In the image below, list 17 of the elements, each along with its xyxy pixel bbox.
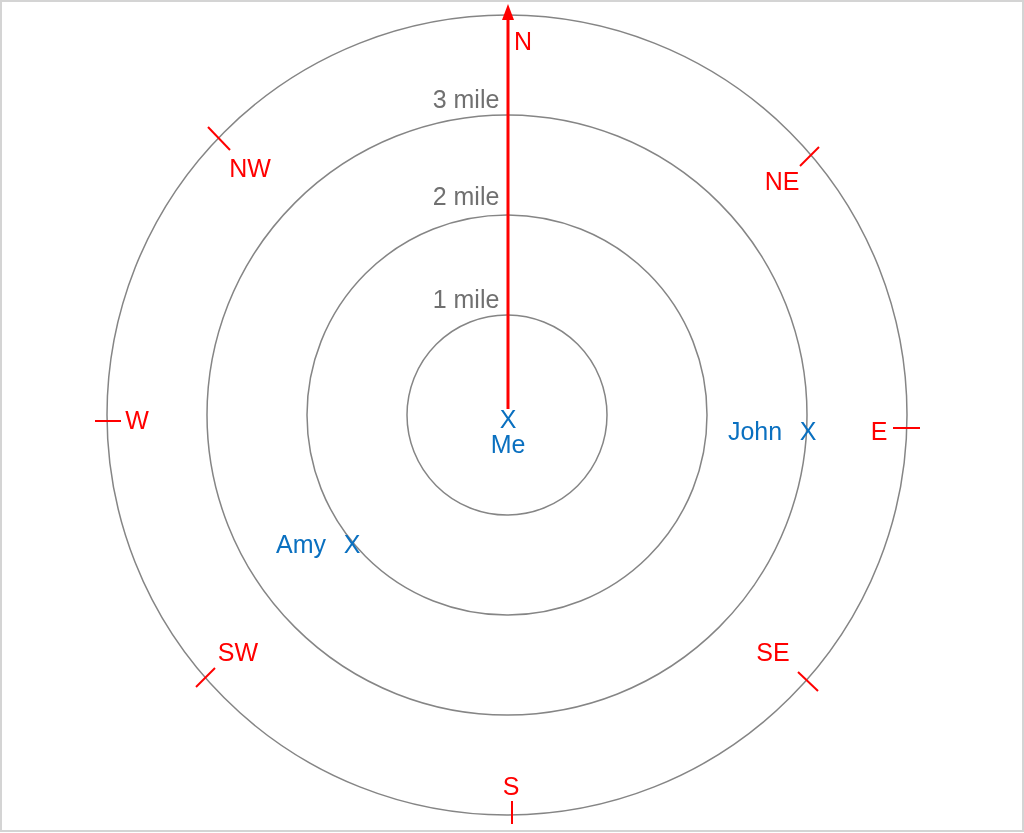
- compass-direction-label: SE: [756, 639, 790, 665]
- compass-direction-label: NW: [229, 155, 271, 181]
- distance-label: 2 mile: [432, 183, 500, 209]
- person-name: Me: [490, 431, 526, 457]
- position-mark: X: [499, 406, 517, 432]
- compass-direction-label: SW: [217, 639, 259, 665]
- compass-direction-label: NE: [764, 168, 800, 194]
- distance-label: 1 mile: [432, 286, 500, 312]
- compass-direction-label: E: [870, 418, 888, 444]
- compass-direction-label: S: [502, 773, 520, 799]
- distance-label: 3 mile: [432, 86, 500, 112]
- compass-direction-label: W: [125, 407, 149, 433]
- position-mark: X: [343, 531, 361, 557]
- person-name: John: [727, 418, 783, 444]
- compass-direction-label: N: [513, 28, 533, 54]
- person-name: Amy: [276, 531, 326, 557]
- position-mark: X: [799, 418, 817, 444]
